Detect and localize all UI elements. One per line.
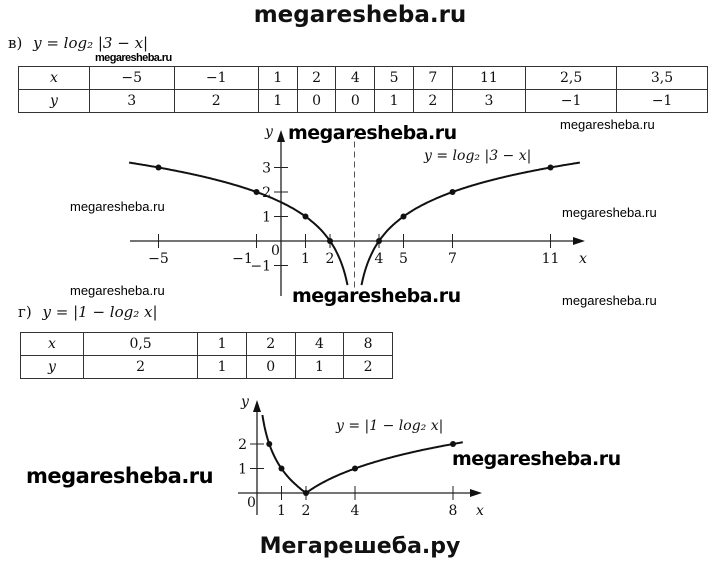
table-row-y: y 3 2 1 0 0 1 2 3 −1 −1 xyxy=(18,89,708,113)
table-row-y: y 2 1 0 1 2 xyxy=(20,355,393,379)
task-g-label: г) xyxy=(18,303,32,321)
table-cell: 4 xyxy=(335,66,376,90)
watermark: megaresheba.ru xyxy=(560,117,655,132)
table-cell: 0 xyxy=(335,89,376,113)
x-axis-arrow-icon xyxy=(573,237,585,245)
x-tick-label: 4 xyxy=(375,251,384,267)
watermark: megaresheba.ru xyxy=(70,199,165,214)
table-cell: 3 xyxy=(89,89,175,113)
x-tick-label: 8 xyxy=(449,503,458,519)
table-g: x 0,5 1 2 4 8 y 2 1 0 1 2 xyxy=(20,332,393,379)
table-cell: 7 xyxy=(412,66,453,90)
task-v-label: в) xyxy=(8,34,23,52)
origin-label: 0 xyxy=(247,495,256,511)
table-cell: 1 xyxy=(374,89,414,113)
y-tick-label: 1 xyxy=(262,210,271,226)
watermark: megaresheba.ru xyxy=(288,122,457,144)
task-v-heading: в) y = log₂ |3 − x| xyxy=(8,35,148,52)
table-cell: 2 xyxy=(343,355,393,379)
site-title: megaresheba.ru xyxy=(253,2,467,28)
y-tick-label: −1 xyxy=(250,259,271,275)
y-tick-label: 2 xyxy=(238,437,247,453)
curve-formula-label: y = log₂ |3 − x| xyxy=(423,148,531,164)
table-cell: 2 xyxy=(412,89,453,113)
table-header-x: x xyxy=(18,66,90,90)
footer-title: Мегарешеба.ру xyxy=(259,534,461,559)
function-curve xyxy=(360,161,580,286)
y-tick-label: 1 xyxy=(238,462,247,478)
x-tick-label: −5 xyxy=(148,251,169,267)
task-g-heading: г) y = |1 − log₂ x| xyxy=(18,304,158,321)
data-point xyxy=(302,213,309,220)
x-tick-label: 2 xyxy=(326,251,335,267)
y-axis-arrow-icon xyxy=(277,130,285,142)
table-cell: 2 xyxy=(173,89,259,113)
watermark: megaresheba.ru xyxy=(562,205,657,220)
task-g-formula: y = |1 − log₂ x| xyxy=(42,303,158,321)
watermark: megaresheba.ru xyxy=(452,448,621,470)
data-point xyxy=(400,213,407,220)
table-cell: 1 xyxy=(258,89,298,113)
y-axis-label: y xyxy=(264,124,274,140)
x-tick-label: 5 xyxy=(399,251,408,267)
y-axis-label: y xyxy=(240,394,250,410)
x-axis-arrow-icon xyxy=(470,489,482,497)
function-curve xyxy=(129,161,349,286)
watermark: megaresheba.ru xyxy=(70,283,165,298)
y-tick-label: 2 xyxy=(262,185,271,201)
table-cell: 2,5 xyxy=(525,66,618,90)
table-row-x: x −5 −1 1 2 4 5 7 11 2,5 3,5 xyxy=(18,66,708,90)
table-v: x −5 −1 1 2 4 5 7 11 2,5 3,5 y 3 2 1 0 0… xyxy=(18,66,708,113)
table-cell: −5 xyxy=(89,66,175,90)
x-axis-label: x xyxy=(476,503,484,519)
table-cell: 0 xyxy=(245,355,296,379)
data-point xyxy=(303,490,309,496)
x-axis-label: x xyxy=(579,251,587,267)
table-cell: 1 xyxy=(294,355,345,379)
data-point xyxy=(376,238,382,244)
table-header-y: y xyxy=(18,89,90,113)
x-tick-label: 1 xyxy=(301,251,310,267)
watermark: megaresheba.ru xyxy=(562,293,657,308)
x-tick-label: 4 xyxy=(351,503,360,519)
table-cell: −1 xyxy=(173,66,259,90)
data-point xyxy=(155,164,162,171)
table-cell: 2 xyxy=(82,355,199,379)
table-cell: −1 xyxy=(525,89,618,113)
data-point xyxy=(327,238,333,244)
table-cell: 3 xyxy=(451,89,527,113)
table-header-y: y xyxy=(20,355,84,379)
data-point xyxy=(449,189,456,195)
data-point xyxy=(450,441,456,447)
data-point xyxy=(278,465,285,472)
x-tick-label: 11 xyxy=(542,251,560,267)
task-v-formula: y = log₂ |3 − x| xyxy=(33,34,149,52)
table-cell: 2 xyxy=(296,66,337,90)
table-cell: 1 xyxy=(258,66,298,90)
table-cell: −1 xyxy=(616,89,708,113)
curve-formula-label: y = |1 − log₂ x| xyxy=(335,418,443,434)
data-point xyxy=(266,441,273,447)
data-point xyxy=(253,189,260,195)
x-tick-label: 1 xyxy=(277,503,286,519)
y-tick-label: 3 xyxy=(262,161,271,177)
watermark: megaresheba.ru xyxy=(26,464,214,488)
x-tick-label: 7 xyxy=(448,251,457,267)
x-tick-label: 2 xyxy=(302,503,311,519)
data-point xyxy=(547,164,554,171)
y-axis-arrow-icon xyxy=(253,400,261,412)
watermark: megaresheba.ru xyxy=(95,52,172,64)
watermark: megaresheba.ru xyxy=(292,285,461,307)
origin-label: 0 xyxy=(271,243,280,259)
data-point xyxy=(352,465,358,472)
function-curve xyxy=(261,414,463,494)
x-tick-label: −1 xyxy=(232,251,253,267)
table-cell: 0,5 xyxy=(82,332,199,356)
